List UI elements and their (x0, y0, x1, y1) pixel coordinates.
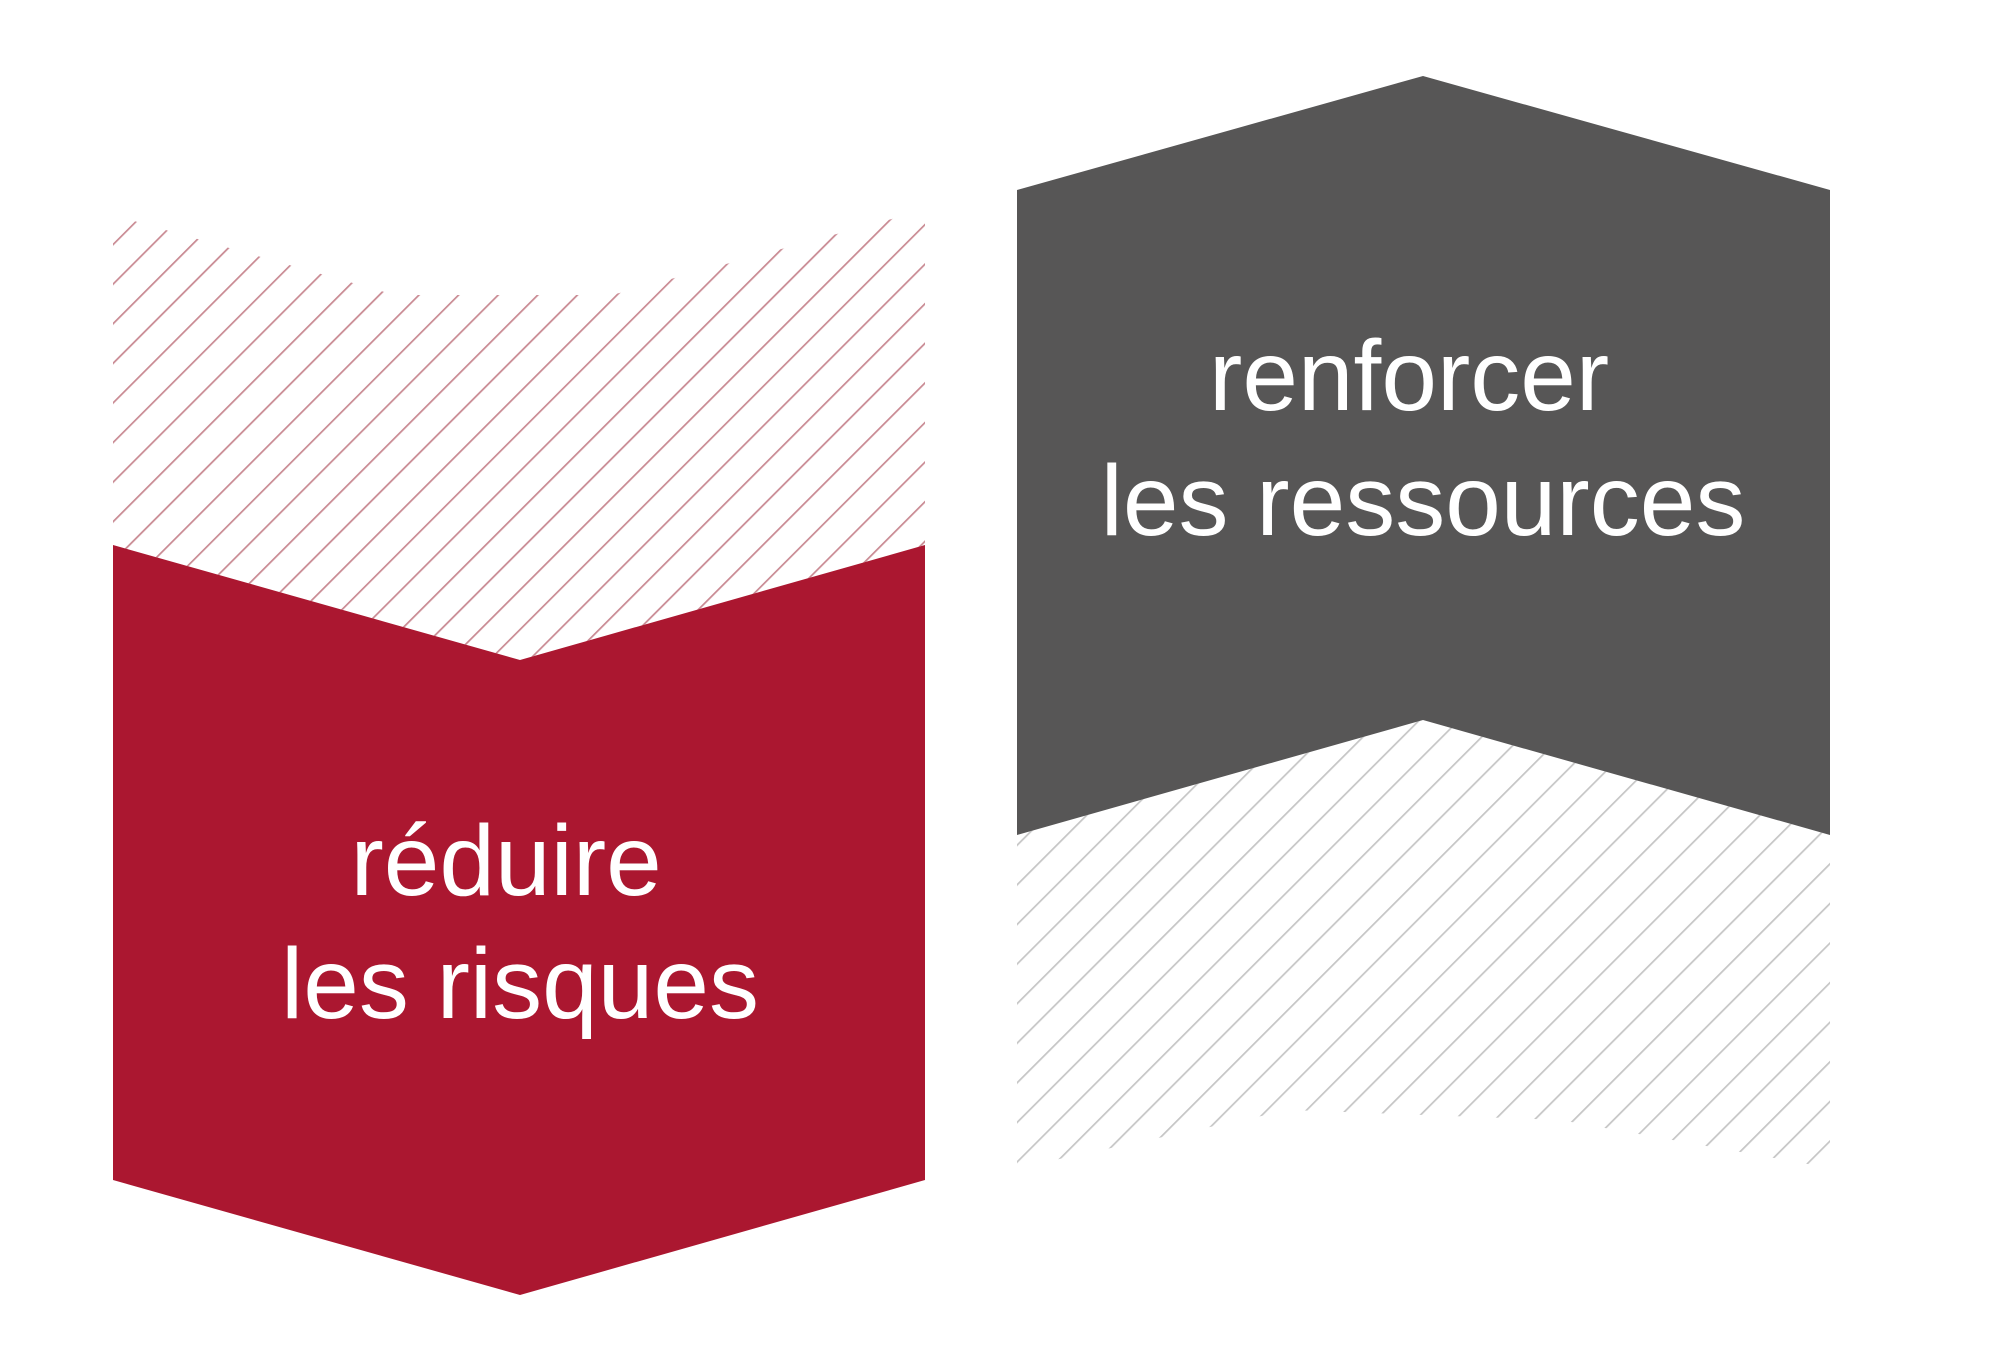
right-hatch-shadow (1017, 720, 1830, 1168)
red-chevron-block (113, 545, 925, 1295)
left-label-line2: les risques (281, 928, 759, 1040)
right-label-line1: renforcer (1209, 320, 1609, 432)
left-group: réduire les risques (113, 210, 925, 1295)
right-block-label: renforcer les ressources (1101, 320, 1746, 557)
left-hatch-shadow (113, 210, 925, 660)
left-label-line1: réduire (350, 805, 661, 917)
right-label-line2: les ressources (1101, 445, 1746, 557)
left-block-label: réduire les risques (281, 805, 759, 1040)
gray-chevron-block (1017, 76, 1830, 835)
right-group: renforcer les ressources (1017, 76, 1830, 1168)
